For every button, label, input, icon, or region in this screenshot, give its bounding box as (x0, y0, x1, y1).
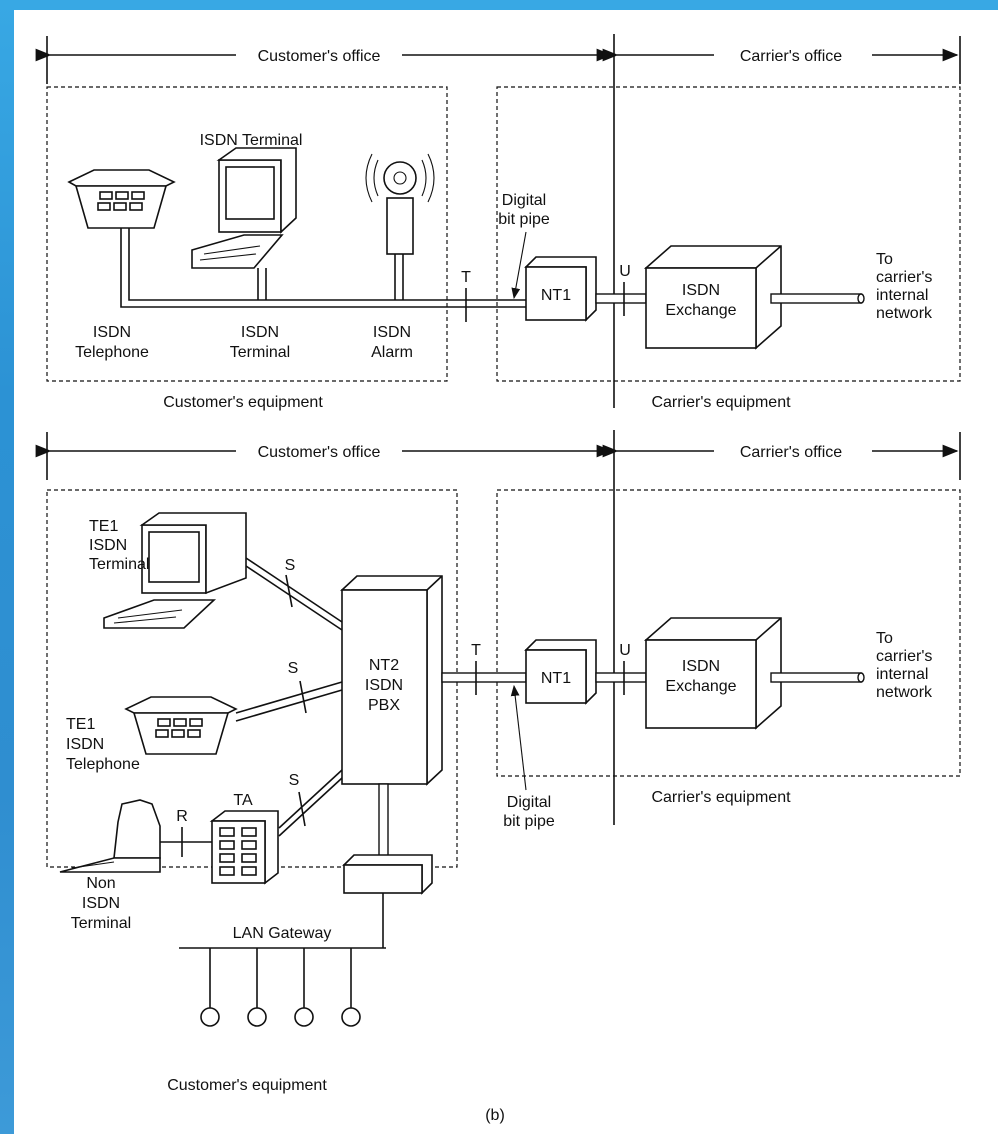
te1-terminal-label-3: Terminal (89, 556, 149, 573)
t-label: T (471, 642, 481, 659)
customers-office-label: Customer's office (258, 444, 381, 461)
figure-canvas: Customer's office Carrier's office I (14, 10, 998, 1134)
customers-office-label: Customer's office (258, 48, 381, 65)
carriers-equipment-label: Carrier's equipment (651, 789, 791, 806)
to-carrier-3: internal (876, 666, 928, 683)
to-carrier-4: network (876, 305, 933, 322)
nt2-label-1: NT2 (369, 657, 399, 674)
lan-station (248, 1008, 266, 1026)
lan-station (295, 1008, 313, 1026)
u-label: U (619, 642, 631, 659)
carriers-office-label: Carrier's office (740, 48, 842, 65)
s-label: S (289, 772, 300, 789)
exchange-label-1: ISDN (682, 658, 720, 675)
non-isdn-label-2: ISDN (82, 895, 120, 912)
isdn-diagram: Customer's office Carrier's office I (14, 10, 998, 1134)
bit-pipe-pointer (514, 686, 526, 790)
non-isdn-label-3: Terminal (71, 915, 131, 932)
s-label: S (285, 557, 296, 574)
u-label: U (619, 263, 631, 280)
to-carrier-3: internal (876, 287, 928, 304)
isdn-terminal-label-2: Terminal (230, 344, 290, 361)
u-pipe (596, 294, 646, 303)
terminal-adapter-icon (212, 811, 278, 883)
te1-terminal-label-2: ISDN (89, 537, 127, 554)
customers-equipment-label: Customer's equipment (167, 1077, 327, 1094)
digital-label: Digital (502, 192, 546, 209)
non-isdn-label-1: Non (86, 875, 115, 892)
to-carrier-4: network (876, 684, 933, 701)
network-pipe (771, 673, 861, 682)
phone-cable (129, 228, 484, 300)
network-pipe (771, 294, 861, 303)
gateway-pipe (379, 784, 388, 856)
computer-terminal-icon (192, 148, 296, 268)
nt1-label: NT1 (541, 287, 571, 304)
u-pipe (596, 673, 646, 682)
s-label: S (288, 660, 299, 677)
top-diagram: Customer's office Carrier's office I (47, 34, 960, 411)
r-label: R (176, 808, 188, 825)
alarm-icon (366, 154, 434, 254)
isdn-telephone-label-2: Telephone (75, 344, 149, 361)
to-carrier-1: To (876, 630, 893, 647)
lan-station (201, 1008, 219, 1026)
te1-telephone-label-1: TE1 (66, 716, 95, 733)
ta-label: TA (233, 792, 253, 809)
s-link (236, 690, 342, 721)
s-link (236, 682, 342, 713)
te1-telephone-label-3: Telephone (66, 756, 140, 773)
bit-pipe-label: bit pipe (503, 813, 555, 830)
customers-equipment-label: Customer's equipment (163, 394, 323, 411)
carriers-equipment-label: Carrier's equipment (651, 394, 791, 411)
t-label: T (461, 269, 471, 286)
lan-gateway-label: LAN Gateway (233, 925, 332, 942)
exchange-label-1: ISDN (682, 282, 720, 299)
bottom-diagram: Customer's office Carrier's office TE1 I… (47, 430, 960, 1094)
lan-station (342, 1008, 360, 1026)
s-link (246, 566, 342, 630)
exchange-label-2: Exchange (665, 678, 736, 695)
bit-pipe (442, 673, 526, 682)
nt1-label: NT1 (541, 670, 571, 687)
isdn-alarm-label-1: ISDN (373, 324, 411, 341)
exchange-label-2: Exchange (665, 302, 736, 319)
s-ref-mark (286, 575, 292, 607)
bit-pipe-pointer (514, 232, 526, 298)
te1-terminal-label-1: TE1 (89, 518, 118, 535)
phone-cable (121, 228, 484, 307)
to-carrier-2: carrier's (876, 269, 932, 286)
nt2-label-2: ISDN (365, 677, 403, 694)
telephone-icon (69, 170, 174, 228)
isdn-alarm-label-2: Alarm (371, 344, 413, 361)
to-carrier-2: carrier's (876, 648, 932, 665)
digital-label: Digital (507, 794, 551, 811)
isdn-terminal-label-1: ISDN (241, 324, 279, 341)
lan-stations (201, 948, 360, 1026)
telephone-icon (126, 697, 236, 754)
figure-caption: (b) (485, 1107, 505, 1124)
lan-gateway-box (344, 855, 432, 893)
to-carrier-1: To (876, 251, 893, 268)
isdn-telephone-label-1: ISDN (93, 324, 131, 341)
isdn-terminal-title: ISDN Terminal (200, 132, 303, 149)
te1-telephone-label-2: ISDN (66, 736, 104, 753)
s-ref-mark (300, 681, 306, 713)
bit-pipe-label: bit pipe (498, 211, 550, 228)
carriers-office-label: Carrier's office (740, 444, 842, 461)
non-isdn-terminal-icon (60, 800, 160, 872)
nt2-label-3: PBX (368, 697, 400, 714)
